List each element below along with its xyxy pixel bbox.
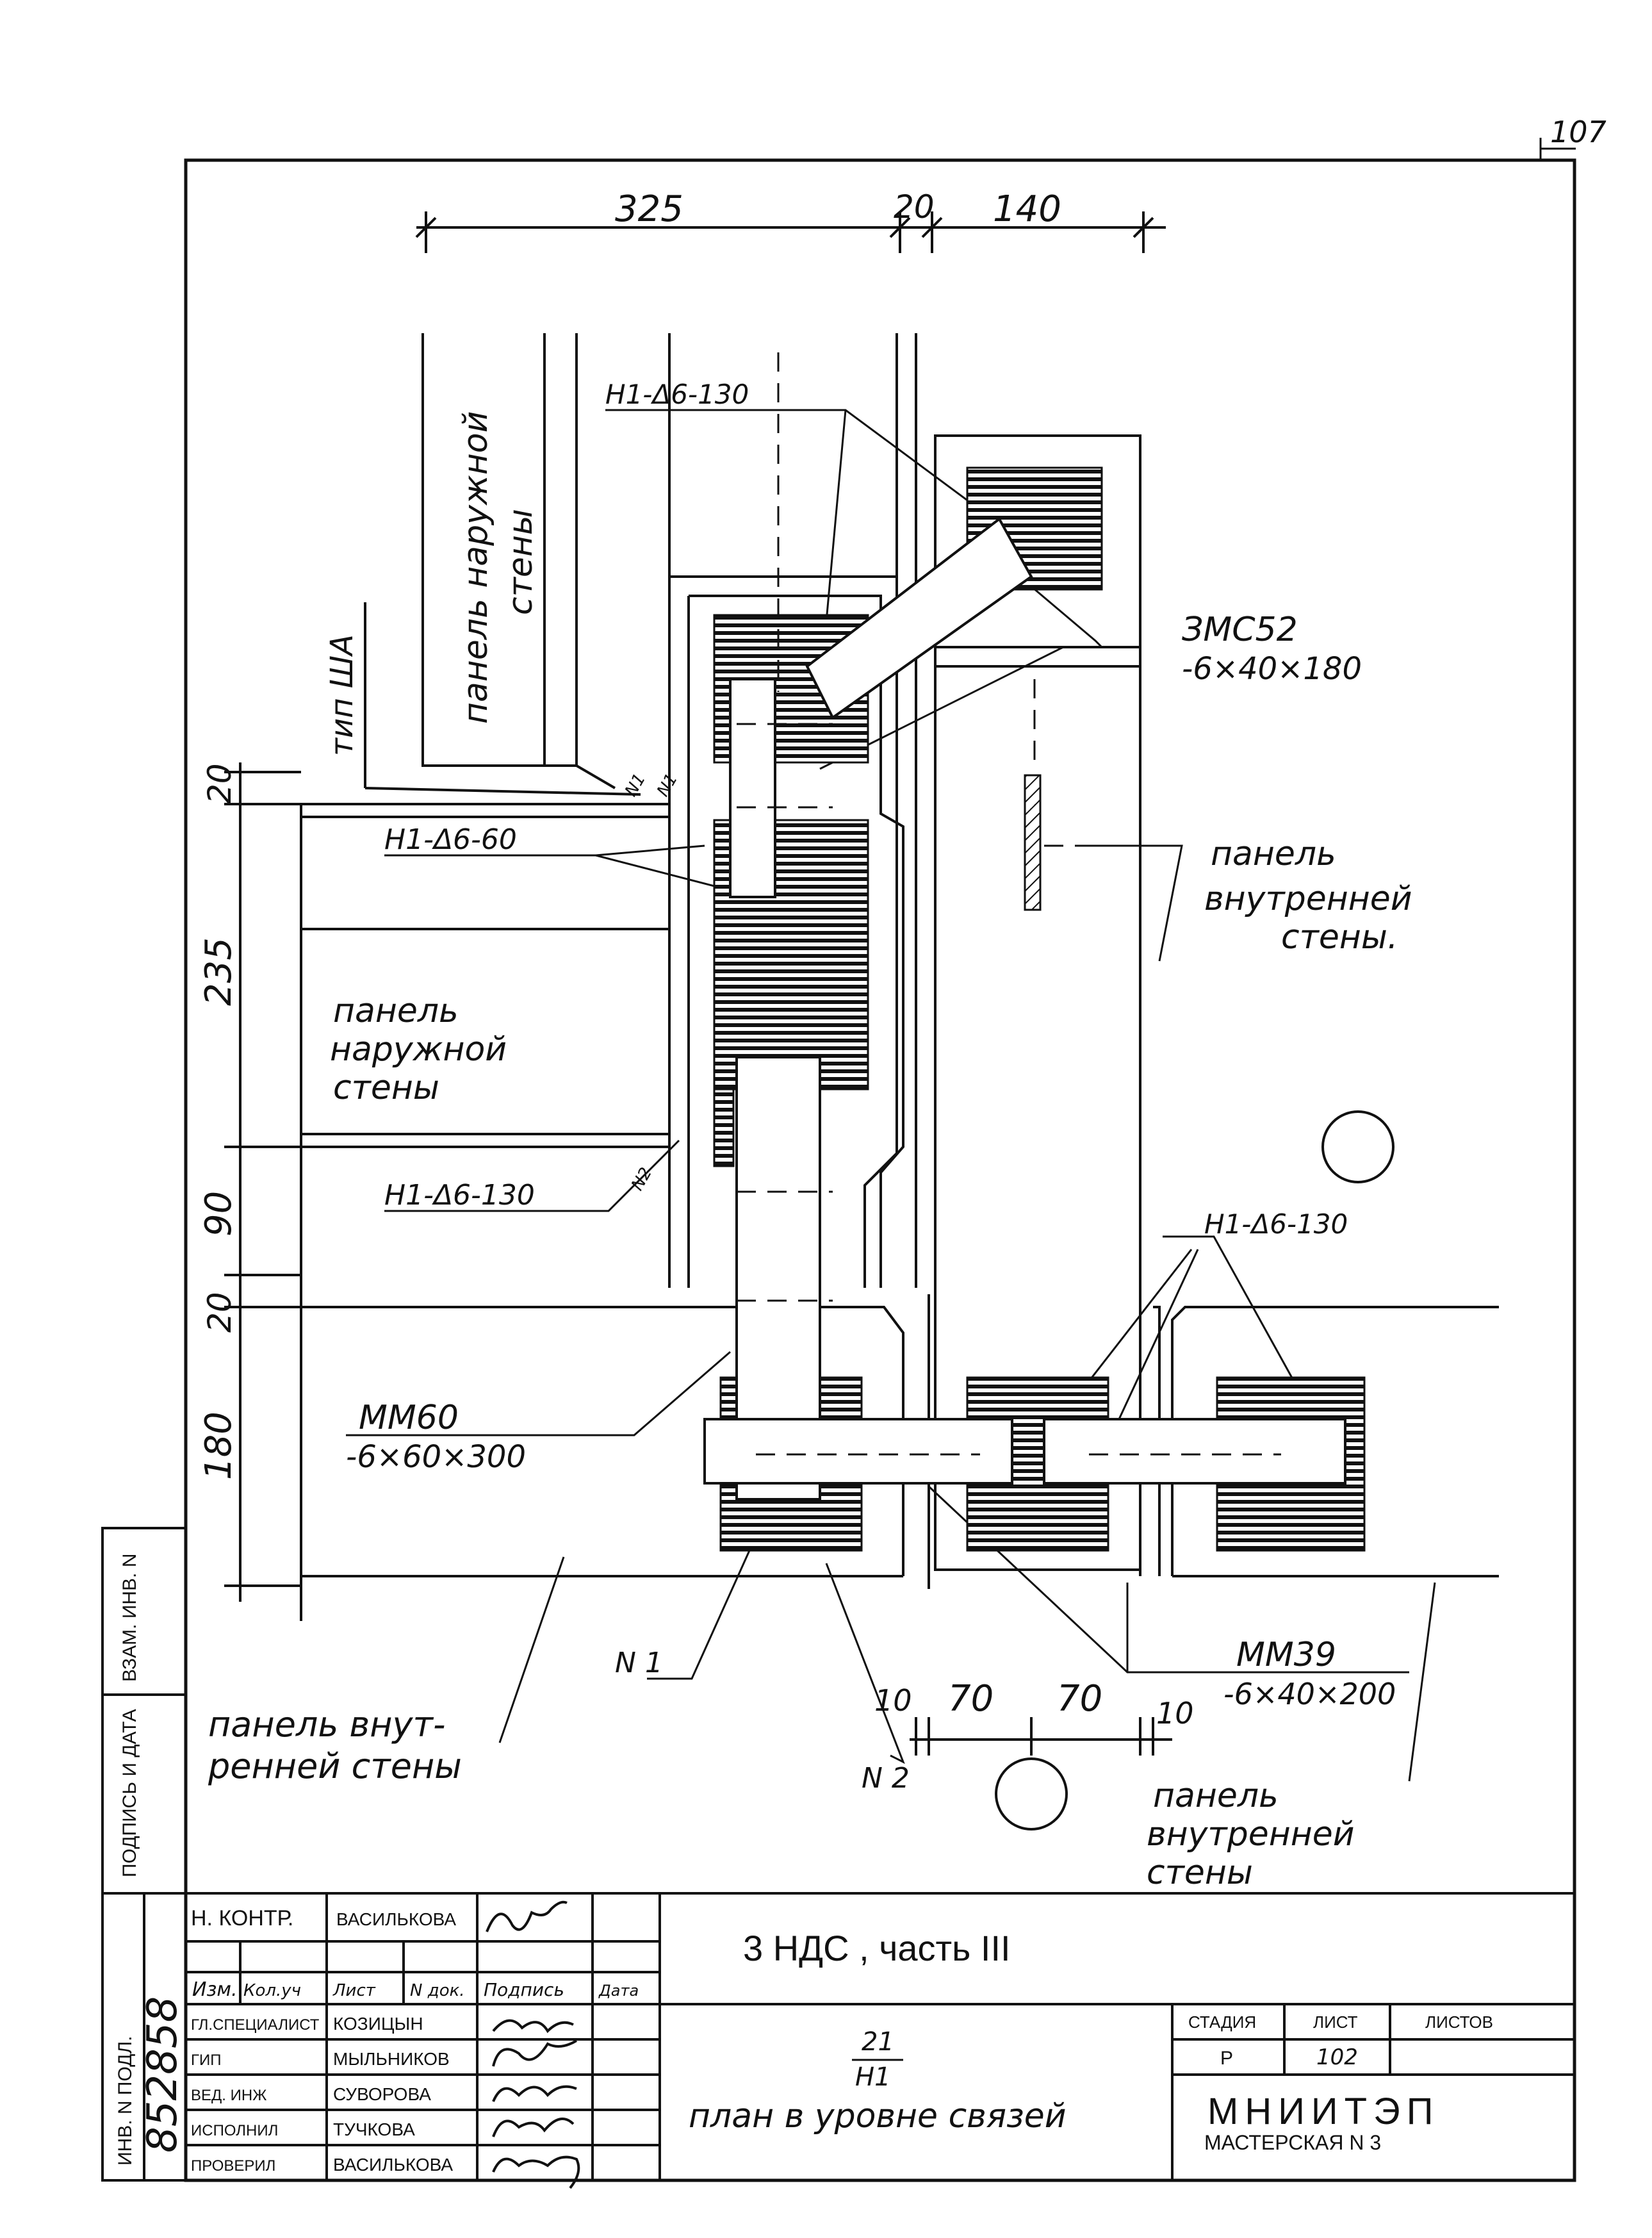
inner-panel-right-line2: внутренней (1204, 880, 1412, 918)
sheet-title: план в уровне связей (689, 2097, 1067, 2135)
type-label: тип ША (324, 634, 360, 756)
zmc-name: ЗМС52 (1182, 611, 1298, 649)
stamp-podpis: ПОДПИСЬ И ДАТА (119, 1709, 140, 1877)
n-kontr-label: Н. КОНТР. (191, 1906, 293, 1930)
dim-top-2: 20 (894, 188, 935, 226)
outer-panel-top-line2: стены (502, 509, 540, 615)
dim-bottom-1: 10 (874, 1683, 912, 1718)
header-data: Дата (598, 1982, 639, 2000)
dim-left-1: 20 (201, 763, 238, 804)
dim-left-4: 20 (201, 1292, 238, 1333)
outer-panel-mid-line3: стены (333, 1069, 439, 1107)
org-name: МНИИТЭП (1207, 2091, 1439, 2132)
dim-bottom-4: 10 (1156, 1696, 1194, 1731)
staff-role-1: ГЛ.СПЕЦИАЛИСТ (191, 2016, 320, 2034)
inner-panel-right-line1: панель (1211, 835, 1336, 873)
outer-panel-mid-line2: наружной (330, 1030, 507, 1069)
n1-small-2: N1 (653, 770, 682, 800)
inner-panel-bottom-right-line1: панель (1153, 1777, 1279, 1815)
workshop: МАСТЕРСКАЯ N 3 (1204, 2131, 1381, 2154)
staff-name-1: КОЗИЦЫН (333, 2014, 423, 2034)
weld-label-mid: Н1-Δ6-130 (384, 1179, 535, 1212)
inner-panel-bottom-right-line3: стены (1147, 1854, 1253, 1892)
drawing-frame (184, 158, 1576, 2182)
staff-name-3: СУВОРОВА (333, 2084, 431, 2104)
inner-panel-right-line3: стены. (1281, 918, 1398, 957)
header-ndok: N док. (410, 1981, 465, 2000)
staff-role-5: ПРОВЕРИЛ (191, 2157, 275, 2175)
ring-bottom (995, 1757, 1068, 1831)
dim-left-3: 90 (198, 1191, 240, 1237)
sheets-label: ЛИСТОВ (1425, 2012, 1493, 2032)
weld-label-top: Н1-Δ6-130 (605, 379, 749, 410)
stage-label: СТАДИЯ (1188, 2012, 1256, 2032)
inner-panel-bottom-right-line2: внутренней (1147, 1815, 1355, 1854)
n2-label: N 2 (862, 1762, 910, 1795)
dim-top-3: 140 (993, 188, 1061, 230)
dim-left-2: 235 (198, 937, 240, 1006)
node-bottom: Н1 (855, 2062, 891, 2092)
stamp-inv: ИНВ. N ПОДЛ. (115, 2036, 136, 2166)
staff-role-4: ИСПОЛНИЛ (191, 2122, 278, 2139)
signatures (486, 1900, 580, 2189)
sheet-value: 102 (1316, 2045, 1358, 2070)
ring-right (1321, 1110, 1394, 1183)
sheet-label: ЛИСТ (1313, 2012, 1358, 2032)
n-kontr-name: ВАСИЛЬКОВА (336, 1909, 456, 1929)
outer-panel-top-line1: панель наружной (457, 411, 495, 724)
inner-panel-bottom-left-line2: ренней стены (208, 1746, 462, 1786)
dim-bottom-2: 70 (948, 1678, 994, 1720)
outer-panel-mid-line1: панель (333, 992, 459, 1030)
mm60-size: -6×60×300 (346, 1439, 526, 1475)
header-izm: Изм. (192, 1979, 238, 2001)
mm60-name: ММ60 (359, 1399, 459, 1437)
stage-value: Р (1220, 2048, 1233, 2069)
page-number: 107 (1550, 115, 1607, 149)
weld-label-right: Н1-Δ6-130 (1204, 1208, 1348, 1240)
header-list: Лист (332, 1981, 376, 2000)
stamp-vzam: ВЗАМ. ИНВ. N (119, 1554, 140, 1682)
header-kol: Кол.уч (243, 1981, 301, 2000)
project-title: 3 НДС , часть III (743, 1928, 1011, 1968)
staff-role-2: ГИП (191, 2052, 222, 2069)
stamp-inv-number: 852858 (139, 1996, 186, 2153)
staff-name-4: ТУЧКОВА (333, 2119, 415, 2139)
staff-name-2: МЫЛЬНИКОВ (333, 2049, 450, 2069)
dim-bottom-3: 70 (1057, 1678, 1102, 1720)
header-podpis: Подпись (484, 1979, 564, 2000)
staff-name-5: ВАСИЛЬКОВА (333, 2155, 453, 2175)
zmc-size: -6×40×180 (1182, 651, 1362, 687)
staff-role-3: ВЕД. ИНЖ (191, 2087, 266, 2104)
n1-label: N 1 (615, 1647, 663, 1679)
dim-left-5: 180 (198, 1411, 240, 1480)
mm39-size: -6×40×200 (1223, 1677, 1396, 1711)
n1-small: N1 (621, 770, 650, 800)
dim-top-1: 325 (615, 188, 683, 230)
inner-panel-bottom-left-line1: панель внут- (208, 1704, 445, 1745)
weld-label-60: Н1-Δ6-60 (384, 823, 517, 856)
mm39-name: ММ39 (1236, 1636, 1336, 1674)
node-top: 21 (862, 2027, 894, 2057)
